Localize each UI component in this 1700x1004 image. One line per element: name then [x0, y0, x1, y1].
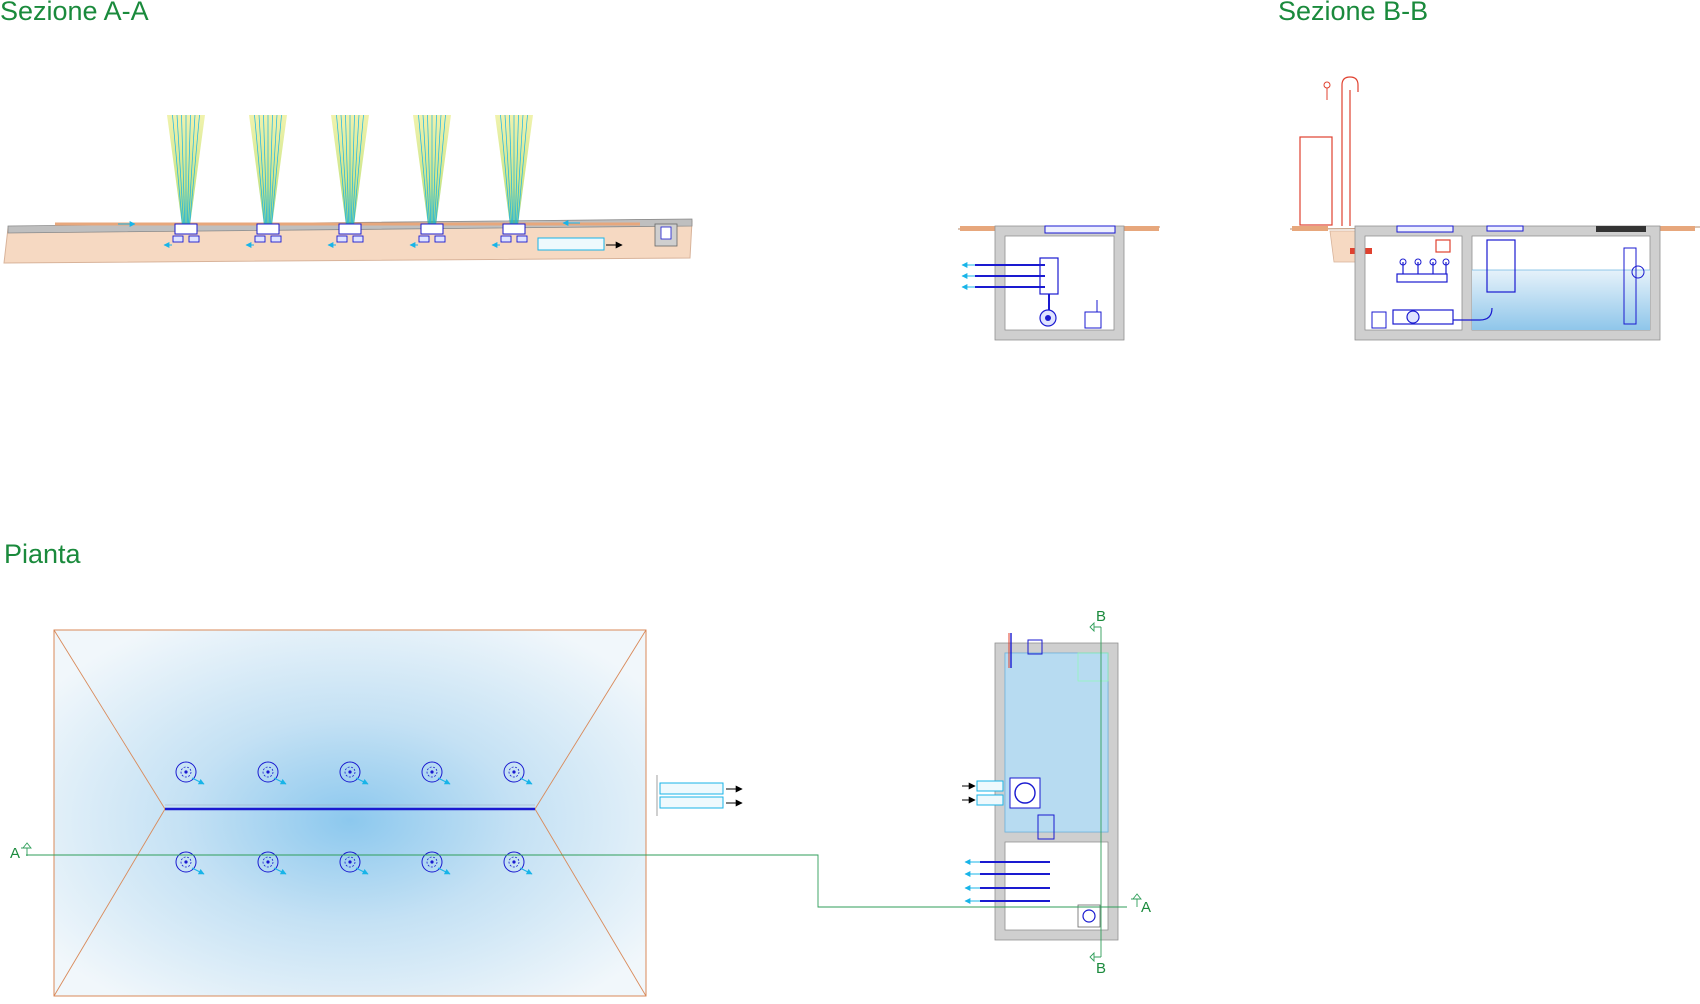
basin-outline: [53, 629, 647, 997]
section-bb-title: Sezione B-B: [1278, 0, 1429, 26]
plan-nozzle: [421, 851, 451, 875]
jet-nozzle-box: [502, 223, 526, 235]
plan-nozzle: [257, 761, 287, 785]
plan-room-pipes: [964, 859, 1050, 904]
tank-corner-box: [1077, 652, 1109, 682]
plan-nozzle: [421, 761, 451, 785]
sump-pit: [1077, 904, 1101, 928]
slope-line: [534, 629, 647, 810]
fountain-jet: [327, 114, 369, 248]
outlet-pipes: [961, 262, 1045, 290]
cut-marker-a-left: A: [10, 845, 20, 862]
jet-nozzle-box: [420, 223, 444, 235]
cut-marker-a-right: A: [1141, 899, 1151, 916]
ground-strip: [1292, 226, 1328, 231]
plan-nozzle: [175, 851, 205, 875]
cut-marker-b-top: B: [1096, 608, 1106, 625]
plan-nozzle: [339, 761, 369, 785]
plan-nozzle: [175, 761, 205, 785]
plan-technical-room: [962, 633, 1119, 941]
outlet-pipe: [537, 237, 605, 251]
ground-strip: [960, 226, 996, 231]
cut-arrow-b-bottom: [1089, 951, 1101, 963]
fountain-jet: [409, 114, 451, 248]
sump-pump-icon: [1084, 311, 1102, 329]
level-sensor-icon: [1631, 265, 1645, 279]
section-aa-title: Sezione A-A: [0, 0, 149, 26]
filter-tank: [1486, 239, 1516, 293]
red-valve-icon: [1435, 239, 1451, 253]
overflow-pipe: [1623, 247, 1637, 325]
jet-nozzle-box: [256, 223, 280, 235]
slope-line: [534, 808, 647, 997]
sump-pump-icon: [1371, 311, 1387, 329]
plan-drawing: [21, 621, 1142, 997]
pump-line: [1392, 309, 1454, 325]
cut-arrow-b-top: [1089, 621, 1101, 633]
section-bb-drawing: [1289, 76, 1700, 341]
jet-nozzle-box: [174, 223, 198, 235]
slope-line: [53, 629, 166, 810]
chamber-walls: [994, 225, 1125, 341]
plan-nozzles: [175, 761, 533, 875]
valve-icon: [1027, 639, 1043, 655]
drain-grate: [660, 226, 672, 240]
filter-icon: [1014, 782, 1036, 804]
slope-line: [53, 808, 166, 997]
cut-arrow-a-left: [21, 842, 32, 856]
fountain-jet: [491, 114, 533, 248]
plan-title: Pianta: [4, 539, 81, 569]
ground-strip: [1655, 226, 1695, 231]
vent-pipe: [1341, 76, 1359, 226]
fountain-jets: [163, 114, 533, 248]
plan-nozzle: [257, 851, 287, 875]
cut-line-a: [26, 854, 1127, 908]
fountain-jet: [163, 114, 205, 248]
manifold: [1396, 273, 1448, 283]
cut-marker-b-bottom: B: [1096, 960, 1106, 977]
suction-pipe: [1453, 307, 1493, 321]
section-aa-drawing: [3, 114, 693, 264]
fountain-jet: [245, 114, 287, 248]
pump-icon: [1406, 310, 1420, 324]
plan-nozzle: [503, 761, 533, 785]
valve-group: [1399, 258, 1450, 274]
grille-cover: [1596, 226, 1646, 232]
access-cover: [1486, 225, 1524, 232]
ground-strip: [1123, 226, 1159, 231]
cut-arrow-a-right: [1131, 893, 1142, 907]
valve-icon: [1323, 81, 1331, 89]
sump-pump-icon: [1082, 909, 1096, 923]
pump-chamber-section: [957, 225, 1161, 341]
plan-nozzle: [503, 851, 533, 875]
plan-nozzle: [339, 851, 369, 875]
plan-outlet-pipes: [656, 775, 743, 816]
pump-hub: [1045, 315, 1051, 321]
access-cover: [1396, 225, 1454, 233]
access-cover: [1044, 225, 1116, 234]
jet-nozzle-box: [338, 223, 362, 235]
pump-icon: [1037, 814, 1055, 840]
water-tank: [1472, 270, 1650, 330]
control-cabinet: [1299, 136, 1333, 226]
